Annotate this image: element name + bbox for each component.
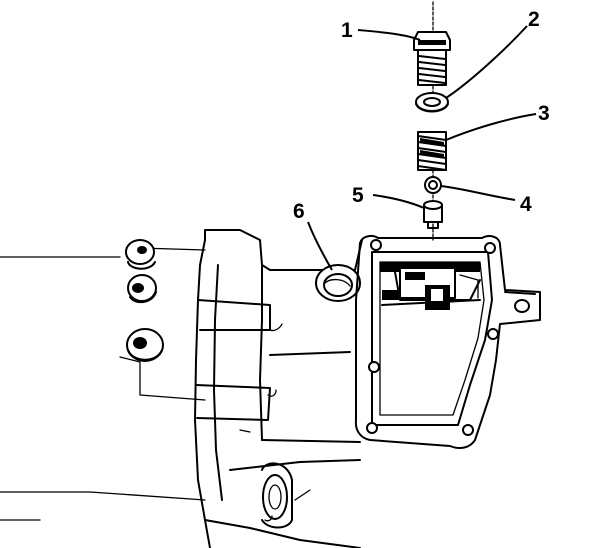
cover-bolt-hole	[368, 361, 380, 373]
leader-lines	[307, 25, 537, 271]
cover-bolt-hole	[370, 239, 382, 251]
case-bolt-middle	[127, 274, 157, 304]
callout-1: 1	[341, 19, 353, 42]
cover-bolt-hole	[366, 422, 378, 434]
part-2-washer	[415, 92, 449, 113]
callout-6: 6	[293, 200, 305, 223]
case-bolt-lower	[126, 328, 164, 362]
part-5-plunger	[423, 200, 443, 229]
leader-5	[372, 194, 425, 209]
shift-cover-plate	[354, 234, 541, 449]
shift-mechanism	[380, 262, 481, 310]
case-lower-boss	[261, 462, 293, 529]
cover-bolt-hole	[487, 328, 499, 340]
part-4-ball	[424, 176, 442, 194]
callout-4: 4	[520, 193, 532, 216]
part-6-case-plug	[315, 264, 361, 302]
case-bolt-upper	[125, 239, 156, 270]
cover-bolt-hole	[462, 424, 474, 436]
cover-bolt-hole	[484, 242, 496, 254]
callout-5: 5	[352, 184, 364, 207]
leader-4	[440, 185, 516, 201]
part-3-spring	[417, 131, 447, 171]
leader-6	[307, 221, 333, 271]
leader-2	[445, 25, 528, 99]
leader-1	[357, 29, 421, 41]
part-1-detent-plug	[413, 31, 451, 86]
leader-3	[445, 113, 537, 141]
transmission-case	[0, 229, 363, 548]
callout-2: 2	[528, 8, 540, 31]
callout-3: 3	[538, 102, 550, 125]
